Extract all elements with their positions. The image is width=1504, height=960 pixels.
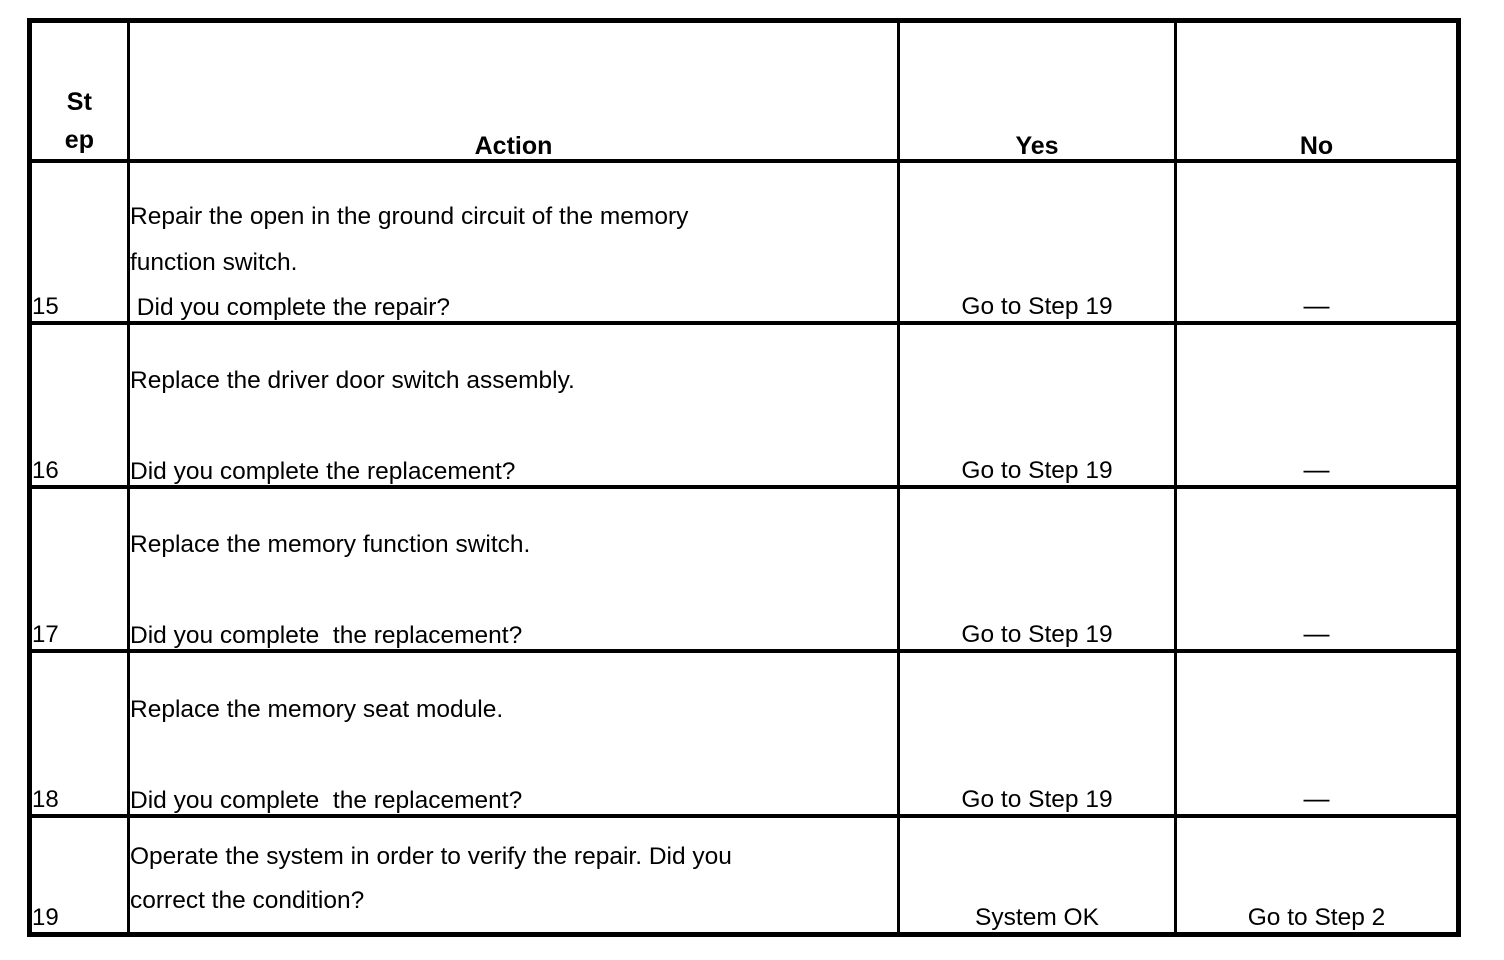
table-row: 18 Replace the memory seat module. Did y… [28, 648, 1460, 818]
action-line-blank [130, 579, 897, 604]
cell-no-result: Go to Step 2 [1174, 813, 1460, 937]
cell-action-text: Replace the memory seat module. Did you … [127, 648, 900, 818]
column-header-step-line2: ep [64, 125, 95, 154]
cell-no-result: — [1174, 158, 1460, 325]
cell-yes-result: System OK [897, 813, 1177, 937]
cell-action-text: Repair the open in the ground circuit of… [127, 158, 900, 325]
table-body: 15 Repair the open in the ground circuit… [28, 158, 1460, 937]
cell-step-number: 19 [28, 813, 130, 937]
column-header-action: Action [127, 18, 900, 163]
column-header-step: St ep [28, 18, 130, 163]
table-row: 16 Replace the driver door switch assemb… [28, 320, 1460, 489]
cell-yes-result: Go to Step 19 [897, 484, 1177, 653]
table-row: 17 Replace the memory function switch. D… [28, 484, 1460, 653]
cell-step-number: 16 [28, 320, 130, 489]
cell-action-text: Replace the driver door switch assembly.… [127, 320, 900, 489]
table-row: 19 Operate the system in order to verify… [28, 813, 1460, 937]
cell-no-result: — [1174, 648, 1460, 818]
action-line: Replace the driver door switch assembly. [130, 367, 575, 394]
action-line: Did you complete the repair? [130, 294, 451, 321]
table-header-row: St ep Action Yes No [28, 18, 1460, 163]
action-line: correct the condition? [130, 886, 365, 914]
cell-step-number: 17 [28, 484, 130, 653]
action-line: Operate the system in order to verify th… [130, 843, 732, 870]
action-line-blank [130, 744, 897, 769]
cell-no-result: — [1174, 484, 1460, 653]
action-line: Did you complete the replacement? [130, 622, 523, 649]
table-header: St ep Action Yes No [28, 18, 1460, 163]
cell-yes-result: Go to Step 19 [897, 320, 1177, 489]
diagnostic-step-table: St ep Action Yes No 15 Repair the open i… [27, 18, 1461, 937]
cell-step-number: 15 [28, 158, 130, 325]
action-line: function switch. [130, 248, 298, 276]
column-header-no: No [1174, 18, 1460, 163]
column-header-yes: Yes [897, 18, 1177, 163]
cell-action-text: Replace the memory function switch. Did … [127, 484, 900, 653]
cell-action-text: Operate the system in order to verify th… [127, 813, 900, 937]
action-line-blank [130, 415, 897, 440]
cell-yes-result: Go to Step 19 [897, 648, 1177, 818]
action-line: Repair the open in the ground circuit of… [130, 203, 689, 230]
cell-yes-result: Go to Step 19 [897, 158, 1177, 325]
cell-no-result: — [1174, 320, 1460, 489]
action-line: Replace the memory function switch. [130, 531, 531, 558]
action-line: Replace the memory seat module. [130, 696, 504, 723]
table-row: 15 Repair the open in the ground circuit… [28, 158, 1460, 325]
action-line: Did you complete the replacement? [130, 787, 523, 814]
action-line: Did you complete the replacement? [130, 458, 516, 485]
column-header-step-line1: St [66, 87, 93, 116]
cell-step-number: 18 [28, 648, 130, 818]
